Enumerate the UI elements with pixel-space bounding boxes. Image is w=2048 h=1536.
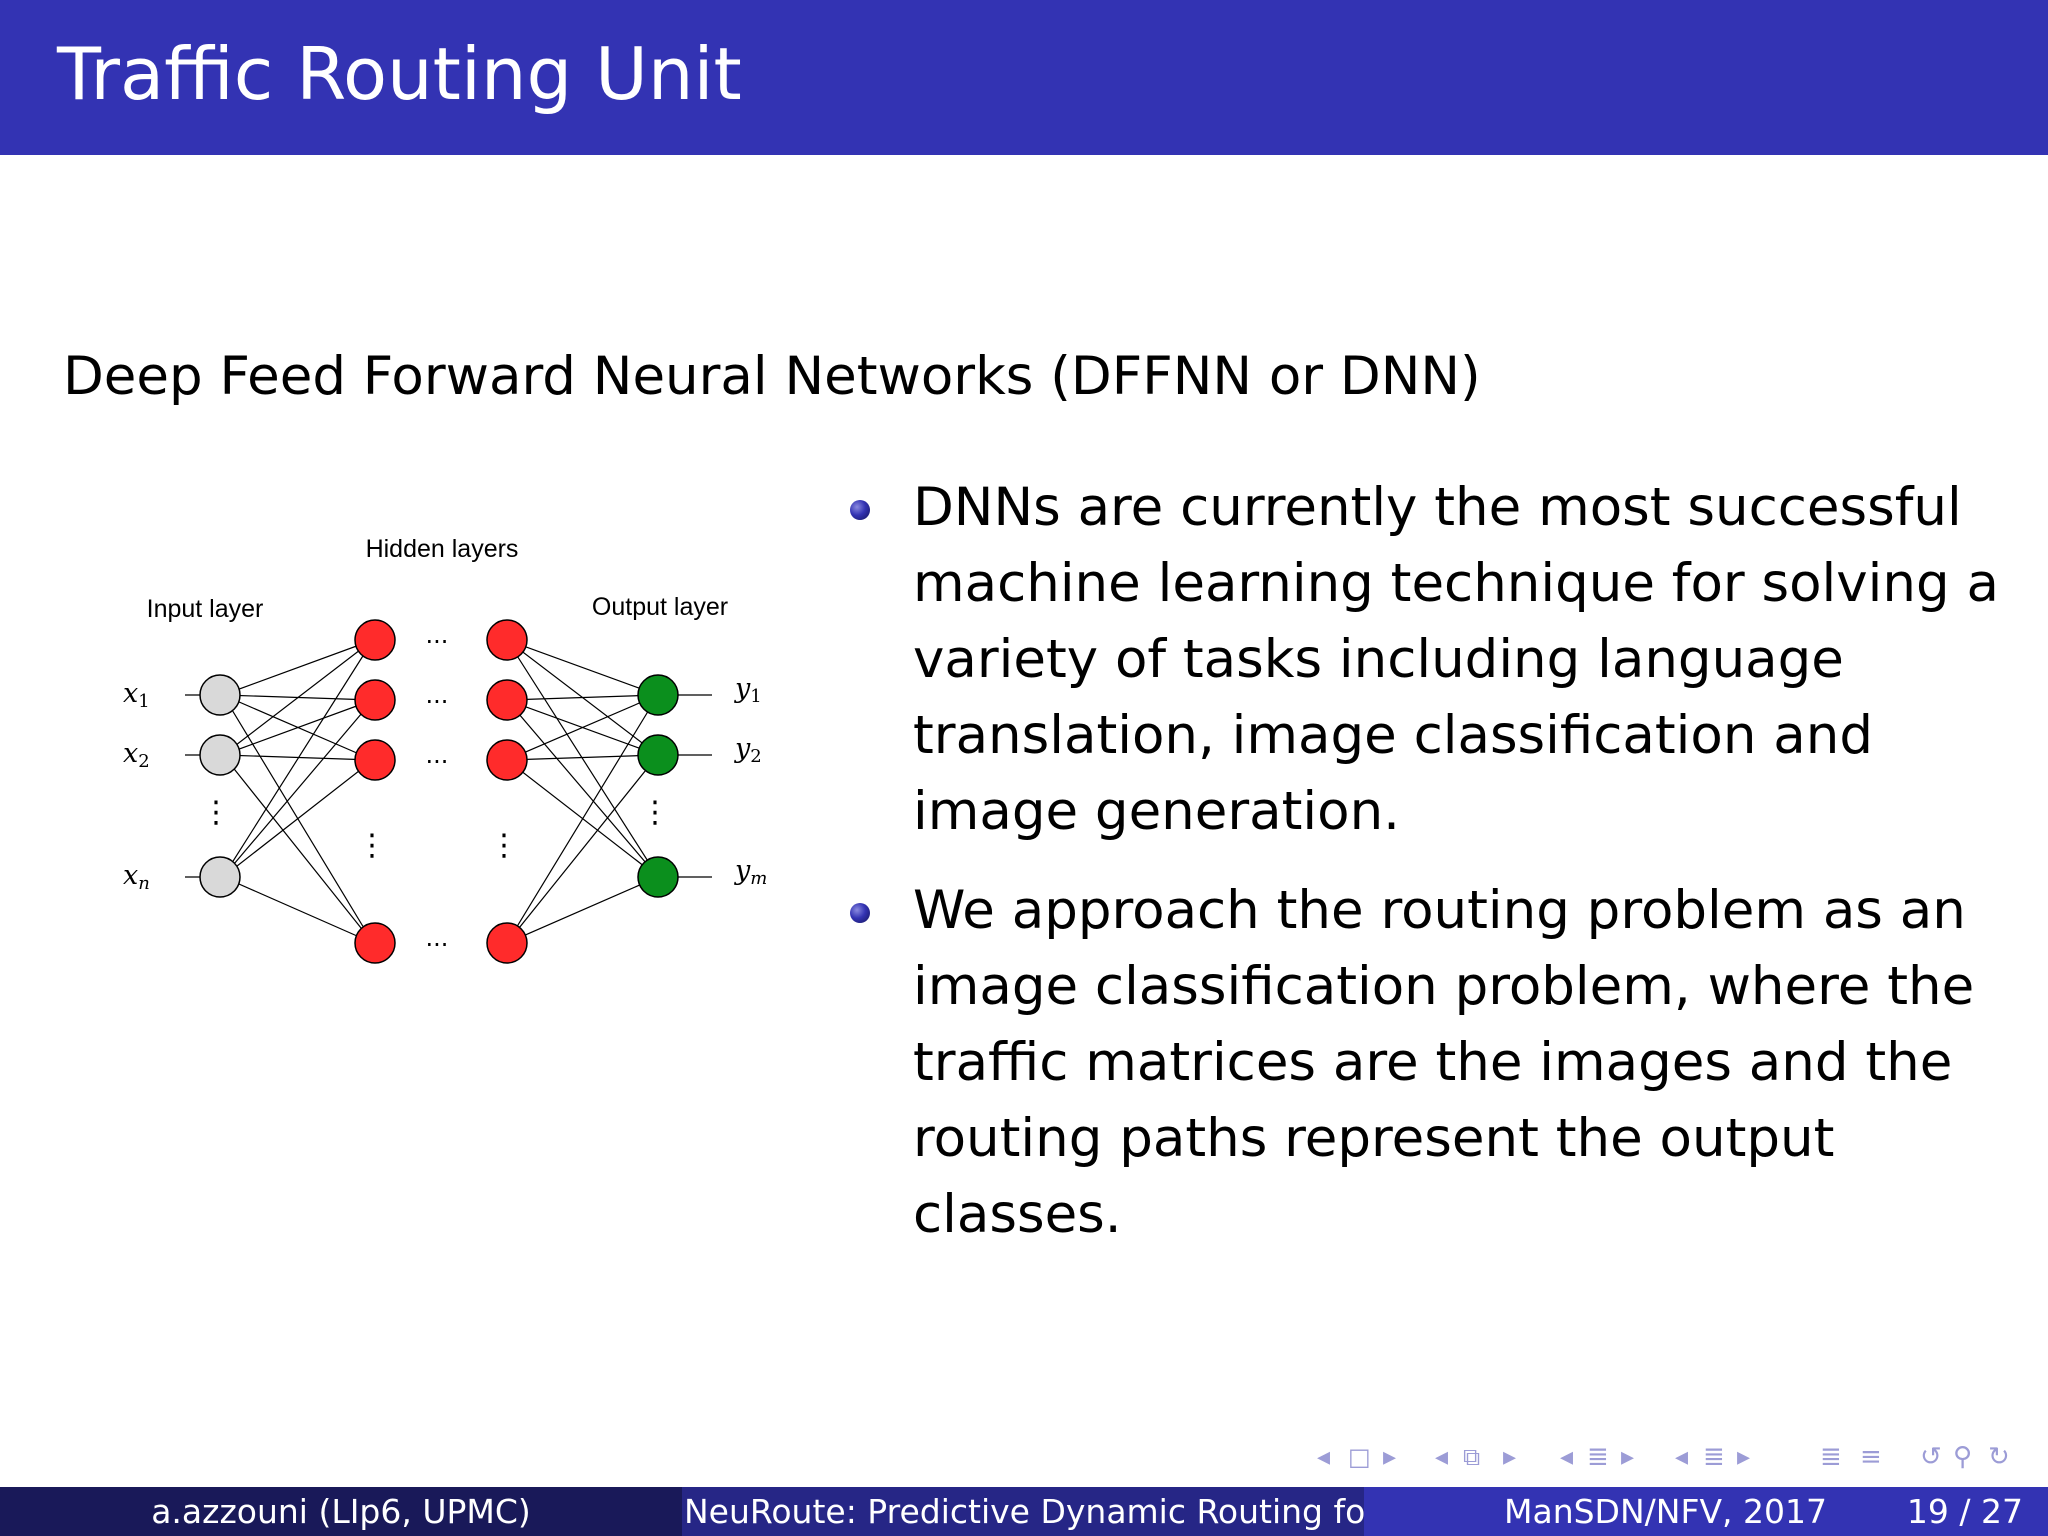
ellipsis: ... [426, 621, 449, 649]
output-label: ym [734, 855, 767, 889]
hidden-node [486, 679, 528, 721]
input-label: x2 [123, 738, 150, 772]
footer-talk-title: NeuRoute: Predictive Dynamic Routing for… [682, 1487, 1364, 1536]
input-node [199, 734, 241, 776]
hidden-node [486, 739, 528, 781]
nav-search-icon[interactable]: ⚲ [1953, 1442, 1973, 1472]
bullet-item: We approach the routing problem as an im… [850, 873, 2010, 1253]
nav-frame-icon[interactable]: □ [1348, 1443, 1371, 1471]
vdots: ⋮ [489, 828, 519, 863]
output-layer-label: Output layer [592, 593, 728, 621]
bullet-text: DNNs are currently the most successful m… [913, 477, 1999, 842]
hidden-node [354, 619, 396, 661]
hidden-node [354, 679, 396, 721]
nav-section-next-icon[interactable]: ▸ [1621, 1442, 1635, 1472]
footer-conference: ManSDN/NFV, 2017 [1504, 1492, 1827, 1531]
input-nodes [199, 674, 241, 898]
hidden-node [486, 922, 528, 964]
title-bar: Traffic Routing Unit [0, 0, 2048, 155]
output-labels: y1 y2 ym [734, 673, 767, 889]
hidden-node [354, 922, 396, 964]
nav-loop-icon[interactable]: ↺ [1920, 1442, 1942, 1472]
input-node [199, 674, 241, 716]
ellipsis: ... [426, 681, 449, 709]
input-label: xn [123, 860, 150, 894]
navigation-bar: ◂ □ ▸ ◂ ⧉ ▸ ◂ ≣ ▸ ◂ ≣ ▸ ≣ ≡ ↺ ⚲ ↻ [1315, 1440, 2035, 1474]
input-label: x1 [123, 678, 150, 712]
nav-subsection-prev-icon[interactable]: ◂ [1435, 1442, 1449, 1472]
nav-align-icon[interactable]: ≡ [1860, 1442, 1882, 1472]
output-node [637, 734, 679, 776]
ellipsis: ... [426, 741, 449, 769]
input-node [199, 856, 241, 898]
nav-zoom-icon[interactable]: ↻ [1988, 1442, 2010, 1472]
output-label: y2 [734, 733, 762, 767]
ellipsis: ... [426, 924, 449, 952]
hidden-node [486, 619, 528, 661]
input-labels: x1 x2 xn [123, 678, 150, 894]
nav-frame-prev-icon[interactable]: ◂ [1317, 1442, 1331, 1472]
connections [185, 639, 712, 944]
nav-doc-prev-icon[interactable]: ◂ [1675, 1442, 1689, 1472]
output-label: y1 [734, 673, 762, 707]
bullet-ball-icon [850, 903, 870, 923]
hidden-nodes [354, 619, 528, 964]
bullet-ball-icon [850, 500, 870, 520]
nav-subsection-icon[interactable]: ⧉ [1463, 1443, 1481, 1471]
bullet-item: DNNs are currently the most successful m… [850, 470, 2010, 850]
output-node [637, 674, 679, 716]
nav-section-prev-icon[interactable]: ◂ [1560, 1442, 1574, 1472]
nav-doc-icon[interactable]: ≣ [1703, 1442, 1725, 1472]
bullet-text: We approach the routing problem as an im… [913, 880, 1975, 1245]
vdots: ⋮ [357, 828, 387, 863]
output-node [637, 856, 679, 898]
vertical-ellipses: ⋮ ⋮ ⋮ ⋮ [201, 795, 670, 863]
bullet-list: DNNs are currently the most successful m… [850, 470, 2010, 1276]
input-layer-label: Input layer [147, 595, 264, 623]
footer-page-number: 19 / 27 [1906, 1492, 2023, 1531]
hidden-layers-label: Hidden layers [366, 535, 519, 563]
nav-align-icon[interactable]: ≣ [1820, 1442, 1842, 1472]
vdots: ⋮ [201, 795, 231, 830]
nav-doc-next-icon[interactable]: ▸ [1737, 1442, 1751, 1472]
neural-network-diagram: Hidden layers Input layer Output layer .… [123, 535, 767, 964]
vdots: ⋮ [640, 795, 670, 830]
footer-author: a.azzouni (LIp6, UPMC) [0, 1487, 682, 1536]
horizontal-ellipses: ... ... ... ... [426, 621, 449, 952]
slide-title: Traffic Routing Unit [57, 32, 742, 116]
nav-subsection-next-icon[interactable]: ▸ [1503, 1442, 1517, 1472]
footer-conference-block: ManSDN/NFV, 2017 19 / 27 [1364, 1487, 2048, 1536]
nav-section-icon[interactable]: ≣ [1587, 1442, 1609, 1472]
output-nodes [637, 674, 679, 898]
hidden-node [354, 739, 396, 781]
nav-frame-next-icon[interactable]: ▸ [1383, 1442, 1397, 1472]
footer-bar: a.azzouni (LIp6, UPMC) NeuRoute: Predict… [0, 1487, 2048, 1536]
slide-subtitle: Deep Feed Forward Neural Networks (DFFNN… [63, 346, 1481, 407]
